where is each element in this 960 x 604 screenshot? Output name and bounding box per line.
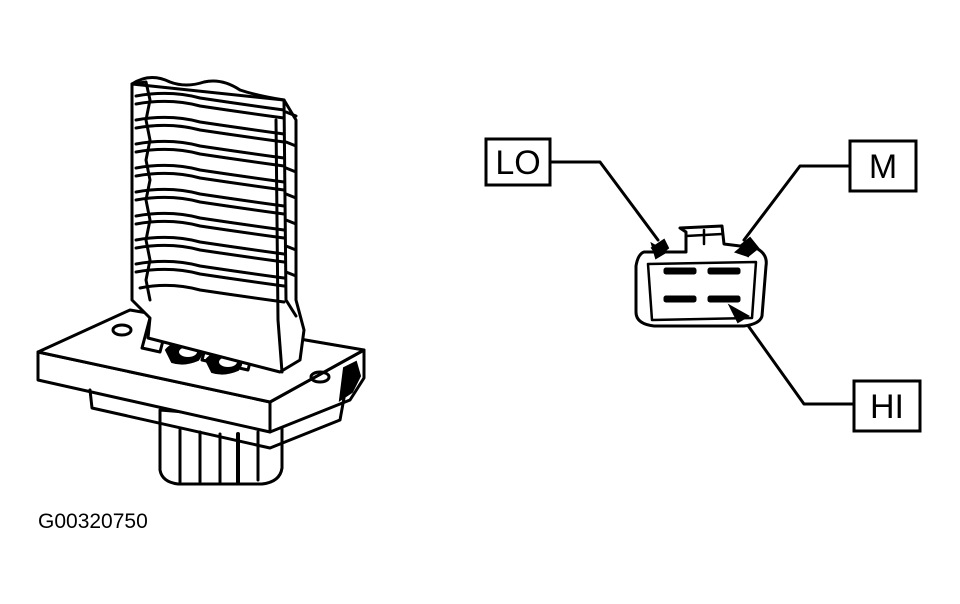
terminal-slot-lo: [663, 267, 697, 275]
hi-arrow-head: [727, 303, 750, 324]
resistor-fins: [134, 91, 286, 304]
callout-hi-label: HI: [870, 388, 904, 426]
terminal-slot-lower-left: [663, 295, 697, 303]
connector-housing: [634, 224, 768, 328]
blower-resistor-illustration: [36, 76, 366, 486]
resistor-fin-stack: [130, 76, 306, 374]
callout-leaders: [548, 160, 856, 406]
terminal-slot-m: [707, 267, 741, 275]
terminal-slot-hi: [707, 295, 741, 303]
m-leader-line: [742, 164, 852, 242]
lo-leader-line: [548, 160, 660, 242]
callout-lo-label: LO: [495, 144, 540, 182]
figure-id-caption: G00320750: [38, 510, 148, 533]
callout-m-label: M: [869, 148, 897, 186]
callout-lo: LO: [484, 137, 552, 187]
callout-hi: HI: [852, 379, 922, 433]
connector-terminal-slots: [663, 267, 741, 303]
hi-leader-line: [742, 318, 856, 406]
connector-face-diagram: LO M HI: [484, 137, 922, 433]
callout-m: M: [848, 139, 918, 193]
